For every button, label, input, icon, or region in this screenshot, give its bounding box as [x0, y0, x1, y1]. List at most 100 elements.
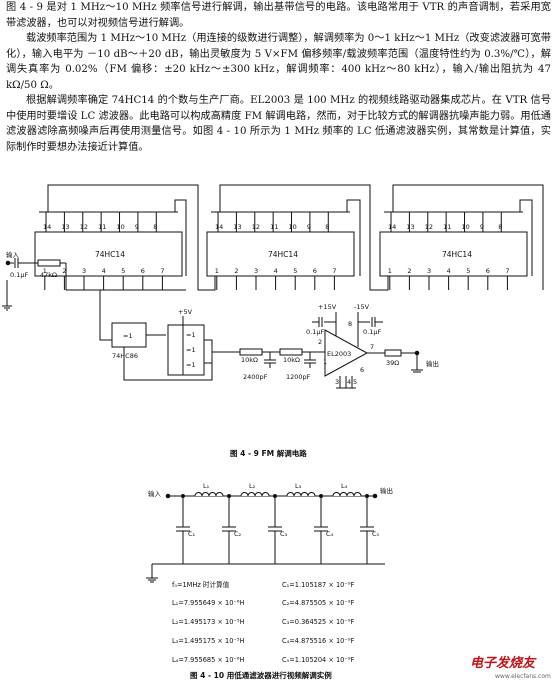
amp-label: EL2003 [327, 350, 351, 358]
filter-resistor-2-label: 10kΩ [283, 356, 300, 364]
l4-value: L₄=7.955685 × 10⁻⁶H [172, 656, 245, 664]
chip-pin-number: 9 [307, 223, 311, 231]
xor-gate-symbol: =1 [186, 346, 196, 354]
chip-pin-number: 6 [141, 267, 145, 275]
c4-value: C₄=4.875516 × 10⁻⁹F [282, 637, 354, 645]
input-capacitor-label: 0.1μF [10, 271, 28, 279]
chip-pin-number: 5 [293, 267, 297, 275]
chip-pin-number: 2 [62, 267, 66, 275]
c2-value: C₂=4.875505 × 10⁻⁹F [282, 599, 354, 607]
chip-pin-number: 8 [498, 223, 502, 231]
amp-pin: 1 [323, 358, 327, 366]
l3-value: L₃=1.495175 × 10⁻⁵H [172, 637, 245, 645]
rc-filter: 10kΩ 2400pF 10kΩ 1200pF [239, 348, 325, 381]
chip-pin-number: 11 [443, 223, 451, 231]
watermark-brand: 电子发烧友 [470, 655, 537, 671]
capacitor-label: C₅ [372, 530, 380, 538]
chip-74hc14-1: 74HC14 [34, 231, 183, 277]
chip-pin-number: 4 [447, 267, 451, 275]
chip-pin-number: 7 [332, 267, 336, 275]
c1-value: C₁=1.105187 × 10⁻⁹F [282, 581, 354, 589]
paragraph-intro: 图 4 - 9 是对 1 MHz～10 MHz 频率信号进行解调，输出基带信号的… [6, 2, 551, 29]
xor-gate-symbol: =1 [186, 361, 196, 369]
chip-74hc14-3: 74HC14 [379, 231, 528, 277]
chip-pin-number: 2 [407, 267, 411, 275]
chip-pin-number: 2 [234, 267, 238, 275]
filter-capacitor-1-label: 2400pF [243, 373, 268, 381]
amp-pin: 2 [318, 338, 322, 346]
capacitor-label: C₄ [326, 530, 334, 538]
input-network: 输入 0.1μF 47kΩ [2, 250, 67, 311]
xor-gate-symbol: =1 [186, 331, 196, 339]
lc-values-header: f₀=1MHz 时计算值 [172, 580, 230, 589]
capacitor-label: C₂ [234, 530, 242, 538]
inductor-label: L₂ [249, 482, 256, 490]
input-resistor-label: 47kΩ [40, 271, 57, 279]
supply-p15v-label: +15V [318, 303, 337, 311]
chip-pin-number: 12 [80, 223, 88, 231]
chip-pin-number: 14 [388, 223, 396, 231]
lc-input-label: 输入 [148, 489, 162, 498]
watermark-logo: 电子发烧友 www.elecfans.com [470, 655, 551, 680]
chip-label: 74HC14 [268, 250, 298, 259]
chip-pin-number: 12 [425, 223, 433, 231]
watermark-site: www.elecfans.com [495, 673, 551, 680]
chip-pin-number: 5 [466, 267, 470, 275]
chip-pin-number: 14 [215, 223, 223, 231]
chip-pin-number: 7 [160, 267, 164, 275]
amp-pin: 5 [353, 378, 357, 386]
chip-pin-number: 3 [82, 267, 86, 275]
lc-output-label: 输出 [380, 486, 393, 495]
chip-label: 74HC14 [95, 250, 125, 259]
amp-pin: 7 [370, 343, 374, 351]
input-label: 输入 [6, 250, 20, 259]
chip-pin-number: 7 [505, 267, 509, 275]
chip-pin-number: 5 [121, 267, 125, 275]
figure-4-10-caption: 图 4 - 10 用低通滤波器进行视频解调实例 [190, 670, 332, 680]
figure-4-9-caption: 图 4 - 9 FM 解调电路 [230, 448, 307, 458]
xor-gate-symbol: =1 [123, 332, 133, 340]
capacitor-label: C₃ [280, 530, 288, 538]
output-label: 输出 [426, 359, 439, 368]
chip-interconnect [47, 184, 544, 291]
chip-pin-number: 11 [98, 223, 106, 231]
amp-pin: 4 [347, 378, 351, 386]
chip-label: 74HC14 [442, 250, 472, 259]
chip-pin-number: 14 [43, 223, 51, 231]
chip-pin-number: 13 [61, 223, 69, 231]
chip-pin-number: 12 [252, 223, 260, 231]
amp-pin: 6 [360, 366, 364, 374]
inductor-label: L₁ [203, 482, 210, 490]
chip-pin-number: 10 [289, 223, 297, 231]
filter-resistor-1-label: 10kΩ [241, 356, 258, 364]
paragraph-notes: 根据解调频率确定 74HC14 的个数与生产厂商。EL2003 是 100 MH… [6, 95, 551, 153]
bypass-cap-m-label: 0.1μF [363, 328, 381, 336]
chip-pin-number: 4 [274, 267, 278, 275]
inductor-label: L₄ [341, 482, 348, 490]
amp-pin: 3 [335, 378, 339, 386]
chip-pin-number: 1 [43, 267, 47, 275]
chip-pin-number: 6 [313, 267, 317, 275]
chip-pin-number: 1 [388, 267, 392, 275]
chip-pin-number: 4 [102, 267, 106, 275]
bypass-cap-p-label: 0.1μF [306, 328, 324, 336]
chip-pin-number: 6 [486, 267, 490, 275]
chip-pin-number: 13 [406, 223, 414, 231]
paragraph-specs: 载波频率范围为 1 MHz～10 MHz（用连接的级数进行调整），解调频率为 0… [6, 33, 551, 91]
chip-pin-number: 1 [215, 267, 219, 275]
chip-pin-number: 11 [270, 223, 278, 231]
capacitor-label: C₁ [188, 530, 196, 538]
chip-pin-number: 9 [135, 223, 139, 231]
filter-capacitor-2-label: 1200pF [286, 373, 311, 381]
supply-m15v-label: -15V [354, 303, 370, 311]
chip-pin-number: 3 [254, 267, 258, 275]
l2-value: L₂=1.495173 × 10⁻⁵H [172, 618, 245, 626]
chip-pin-number: 8 [325, 223, 329, 231]
el2003-buffer: EL2003 +15V -15V 0.1μF 0.1μF 1 [306, 303, 439, 389]
